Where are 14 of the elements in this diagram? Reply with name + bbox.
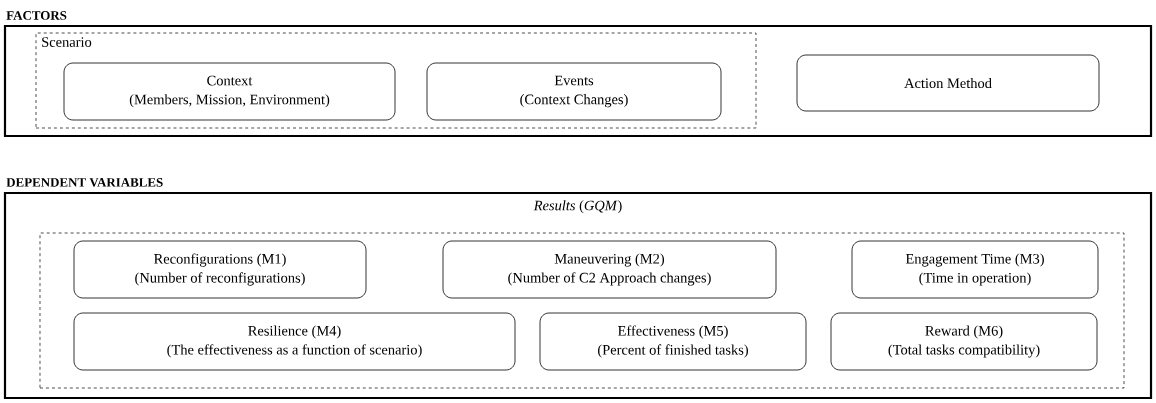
- section-heading: FACTORS: [6, 11, 67, 20]
- group-title: Results (GQM): [533, 200, 622, 214]
- rounded-box: Action Method: [796, 54, 1100, 112]
- dashed-group-box: [39, 232, 1125, 389]
- section-heading: DEPENDENT VARIABLES: [6, 178, 163, 187]
- rounded-box: Maneuvering (M2) (Number of C2 Approach changes): [442, 240, 777, 299]
- rounded-box: Reward (M6) (Total tasks compatibility): [830, 312, 1098, 371]
- rounded-box: Effectiveness (M5) (Percent of finished tasks): [539, 312, 807, 371]
- rounded-box: Events (Context Changes): [426, 62, 722, 121]
- rounded-box: Resilience (M4) (The effectiveness as a function of scenario): [73, 312, 516, 371]
- rounded-box: Context (Members, Mission, Environment): [63, 62, 396, 121]
- group-label: Scenario: [42, 37, 92, 47]
- rounded-box: Engagement Time (M3) (Time in operation): [851, 240, 1099, 299]
- rounded-box: Reconfigurations (M1) (Number of reconfigurations): [73, 240, 367, 299]
